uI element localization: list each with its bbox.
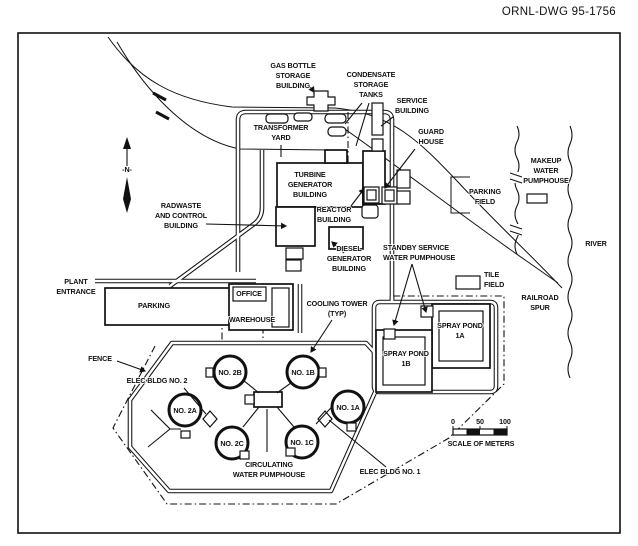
cooling-towers [167,354,366,461]
service-annex [371,138,384,152]
label-fence: FENCE [88,354,112,363]
north-arrow [123,137,131,213]
standby-pump-1b [383,328,396,340]
buildings [104,90,548,428]
transformer-bank-2 [293,112,313,122]
label-cooling-tower-no-1c: NO. 1C [290,438,313,447]
cooling-tower-2b [212,354,248,390]
label-cooling-tower-no-2c: NO. 2C [220,439,243,448]
spray-pond-1b-inner [382,336,426,386]
transformer-bank-1 [265,113,289,124]
gate-building-inner [366,189,377,201]
label-scale-caption: SCALE OF METERS [448,439,515,448]
parking-field-outline [450,176,470,214]
circulating-pumphouse-annex [244,394,255,405]
roads [95,109,499,494]
aux-small-5 [361,204,379,219]
office-building [232,286,267,302]
drawing-number: ORNL-DWG 95-1756 [501,6,616,18]
label-office: OFFICE [236,289,262,298]
label-river: RIVER [585,239,607,248]
label-elec-bldg-no-2: ELEC BLDG NO. 2 [127,376,188,385]
aux-small-2 [285,259,302,272]
label-north-label: -N- [122,165,132,174]
river-lines [509,125,573,379]
aux-small-3 [396,169,411,189]
spray-pond-1a-inner [438,310,484,362]
aux-small-1 [285,247,304,260]
label-warehouse: WAREHOUSE [229,315,276,324]
makeup-water-pumphouse-building [526,193,548,204]
label-parking: PARKING [138,301,170,310]
turbine-generator-building [276,162,364,208]
label-scale-tick-100: 100 [499,417,511,426]
label-cooling-tower-no-1a: NO. 1A [336,403,359,412]
leader-lines [116,85,428,468]
label-scale-tick-50: 50 [476,417,484,426]
radwaste-control-building [275,206,316,247]
label-cooling-tower-no-2a: NO. 2A [173,406,196,415]
aux-small-4 [396,190,411,205]
label-cooling-tower-no-2b: NO. 2B [218,368,241,377]
label-scale-tick-0: 0 [451,417,455,426]
parking-lot [104,287,253,326]
condensate-tank-2 [327,126,347,137]
map-border [17,32,621,534]
service-building [371,102,384,136]
circulating-water-pumphouse-building [253,391,283,408]
elec-bldg-no-1-building [317,410,333,428]
label-cooling-tower-no-1b: NO. 1B [291,368,314,377]
guard-house-inner [384,189,395,202]
label-cooling-tower-typ: COOLING TOWER(TYP) [307,299,369,318]
warehouse-building [271,287,290,328]
elec-bldg-no-2-building [202,410,218,428]
gas-bottle-storage-building [306,90,336,112]
condensate-tank-1 [324,113,347,124]
railroad-tracks [107,36,563,289]
label-elec-bldg-no-1: ELEC BLDG NO. 1 [360,467,421,476]
cooling-tower-2a [167,392,203,428]
tile-field-bed [455,275,481,290]
aux-building [324,149,348,164]
scale-bar [452,426,508,436]
standby-pump-1a [420,305,434,318]
